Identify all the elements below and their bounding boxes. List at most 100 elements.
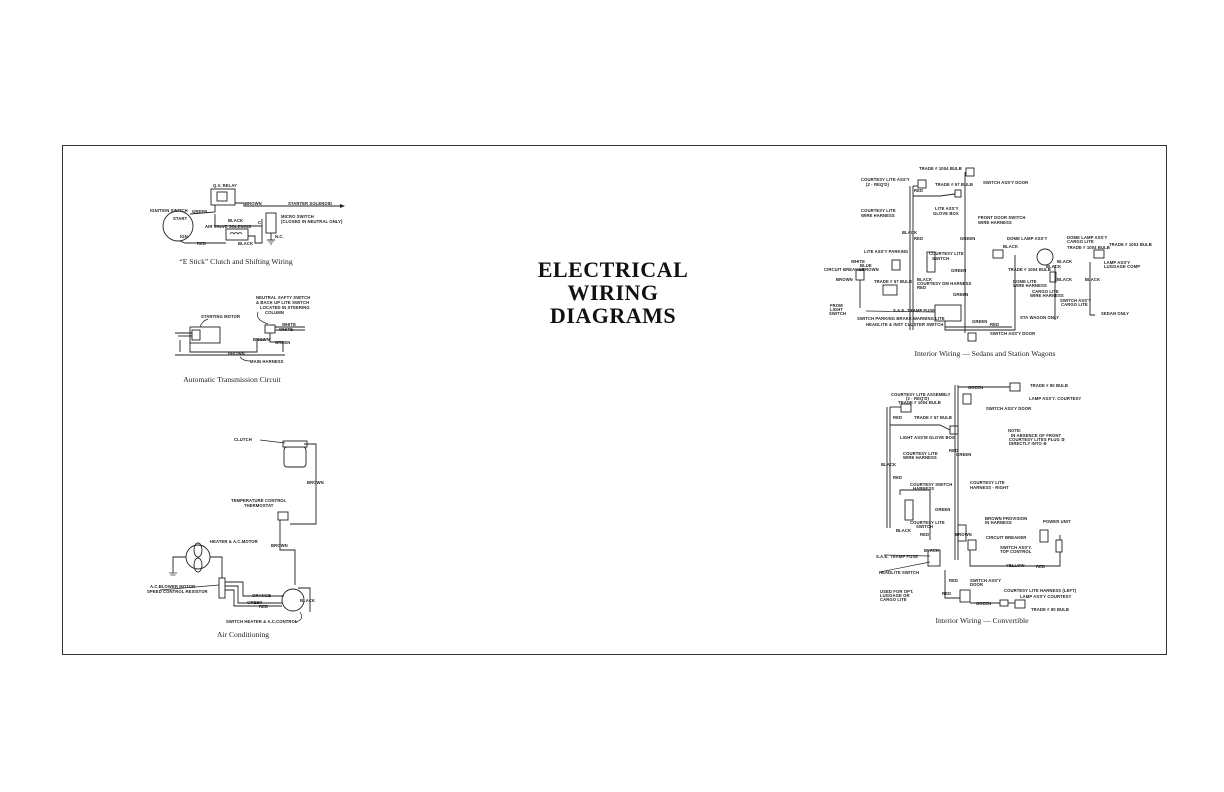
convertible-labels: GREEN TRADE # 90 BULB LAMP ASS'Y. COURTE… (876, 383, 1081, 612)
label: GREEN (972, 319, 987, 324)
label: BLACK (1057, 277, 1072, 282)
label: POWER UNIT (1043, 519, 1071, 524)
estick-labels: Q.V. RELAY STARTER SOLENOID BROWN IGNITI… (150, 183, 343, 246)
label: SWITCH (932, 256, 949, 261)
label: SWITCH PARKING BRAKE WARNING LITE (857, 316, 945, 321)
label: GREEN (247, 600, 262, 605)
red-wire-bottom (944, 570, 960, 599)
title-line-1: ELECTRICAL (537, 257, 689, 282)
label: NOTE: (1008, 428, 1022, 433)
automatic-caption: Automatic Transmission Circuit (183, 375, 281, 384)
label: GREEN (968, 385, 983, 390)
label: DOOR (970, 582, 983, 587)
green-wire (269, 333, 284, 352)
courtesy-lite (917, 179, 927, 189)
label: FROM (830, 303, 843, 308)
label: WIRE HARNESS (861, 213, 895, 218)
label: RED (990, 322, 999, 327)
label: RED (942, 591, 951, 596)
label: SWITCH ASS'Y (1060, 298, 1091, 303)
label: LUGGAGE COMP (1104, 264, 1140, 269)
label: BROWN (836, 277, 853, 282)
label: BROWN PROVISION (985, 516, 1027, 521)
label: BROWN (862, 267, 879, 272)
label: COURTESY DM HARNESS (917, 281, 972, 286)
label: BROWN (228, 351, 245, 356)
label: SEDAN ONLY (1101, 311, 1129, 316)
label: CARGO LITE (1032, 289, 1059, 294)
label: GREEN (953, 292, 968, 297)
label: LAMP ASS'Y. COURTESY (1029, 396, 1081, 401)
label: RED (914, 188, 923, 193)
door-switch-2 (967, 332, 977, 342)
label: ORANGE (252, 593, 271, 598)
label: RED (949, 578, 958, 583)
door-switch-1 (965, 167, 975, 177)
label: IN ABSENCE OF FRONT (1011, 433, 1061, 438)
label: CARGO LITE (1061, 302, 1088, 307)
label: BLACK (238, 241, 253, 246)
label: COURTESY LITE ASSEMBLY (891, 392, 951, 397)
label: BROWN (245, 201, 262, 206)
label: TRADE # 1004 BULB (1067, 245, 1110, 250)
label: TRADE # 1004 BULB (898, 400, 941, 405)
label: COLUMN (265, 310, 284, 315)
label: NEUTRAL SAFTY SWITCH (256, 295, 310, 300)
label: S.A.E. TRAMP FUSE (876, 554, 918, 559)
title-line-3: DIAGRAMS (549, 303, 677, 328)
parking-brake-switch (882, 284, 898, 296)
brown-wire-1 (290, 443, 317, 525)
label: A.C.BLOWER MOTOR (150, 584, 195, 589)
title-line-2: WIRING (567, 280, 659, 305)
estick-caption: “E Stick” Clutch and Shifting Wiring (179, 257, 293, 266)
label: DOME LAMP ASS'Y (1007, 236, 1048, 241)
label: SWITCH (829, 311, 846, 316)
convertible-caption: Interior Wiring — Convertible (935, 616, 1029, 625)
brown-wire-2 (279, 520, 296, 585)
lamp-courtesy-2 (1014, 599, 1026, 609)
glove-box-lite (949, 425, 959, 435)
label: DIRECTLY INTO ④ (1009, 441, 1047, 446)
label: TRADE # 90 BULB (1031, 607, 1069, 612)
brown-wire (189, 339, 265, 353)
label: MICRO SWITCH (281, 214, 314, 219)
label: AIR VALVE SOLENOID (205, 224, 252, 229)
label: WIRE HARNESS (903, 455, 937, 460)
label: LAMP ASS'Y COURTESY (1020, 594, 1072, 599)
label: BLACK (300, 598, 315, 603)
starting-motor-terminal (191, 329, 201, 341)
label: BROWN (253, 337, 270, 342)
leader (257, 311, 269, 325)
glove-wire (913, 193, 956, 197)
door-switch-1 (962, 393, 972, 405)
fan-blade (193, 557, 203, 573)
label: WIRE HARNESS (978, 220, 1012, 225)
cargo-lite-switch (1049, 271, 1057, 283)
door-switch-2 (959, 589, 971, 603)
label: RED (893, 415, 902, 420)
label: CLUTCH (234, 437, 252, 442)
starter-arrow (340, 204, 345, 208)
label: GREEN (951, 268, 966, 273)
label: BLACK (902, 230, 917, 235)
connector (999, 599, 1009, 607)
power-unit (1039, 529, 1049, 543)
label: N.C. (275, 234, 284, 239)
label: BLUE (860, 263, 872, 268)
label: HEATER & A.C.MOTOR (210, 539, 258, 544)
label: HEADLITE SWITCH (879, 570, 919, 575)
sedan-wiring (855, 167, 1105, 342)
label: BROWN (271, 543, 288, 548)
red-wire (179, 240, 226, 244)
air-labels: CLUTCH BROWN TEMPERATURE CONTROL THERMOS… (147, 437, 324, 624)
air-caption: Air Conditioning (216, 630, 270, 639)
label: CARGO LITE (880, 597, 907, 602)
label: TRADE # 1004 BULB (1008, 267, 1051, 272)
label: SWITCH (916, 524, 933, 529)
label: CIRCUIT BREAKER (986, 535, 1026, 540)
leader (239, 356, 251, 362)
label: HARNESS - RIGHT (970, 485, 1009, 490)
label: BLACK (917, 277, 932, 282)
label: LIGHT (830, 307, 843, 312)
